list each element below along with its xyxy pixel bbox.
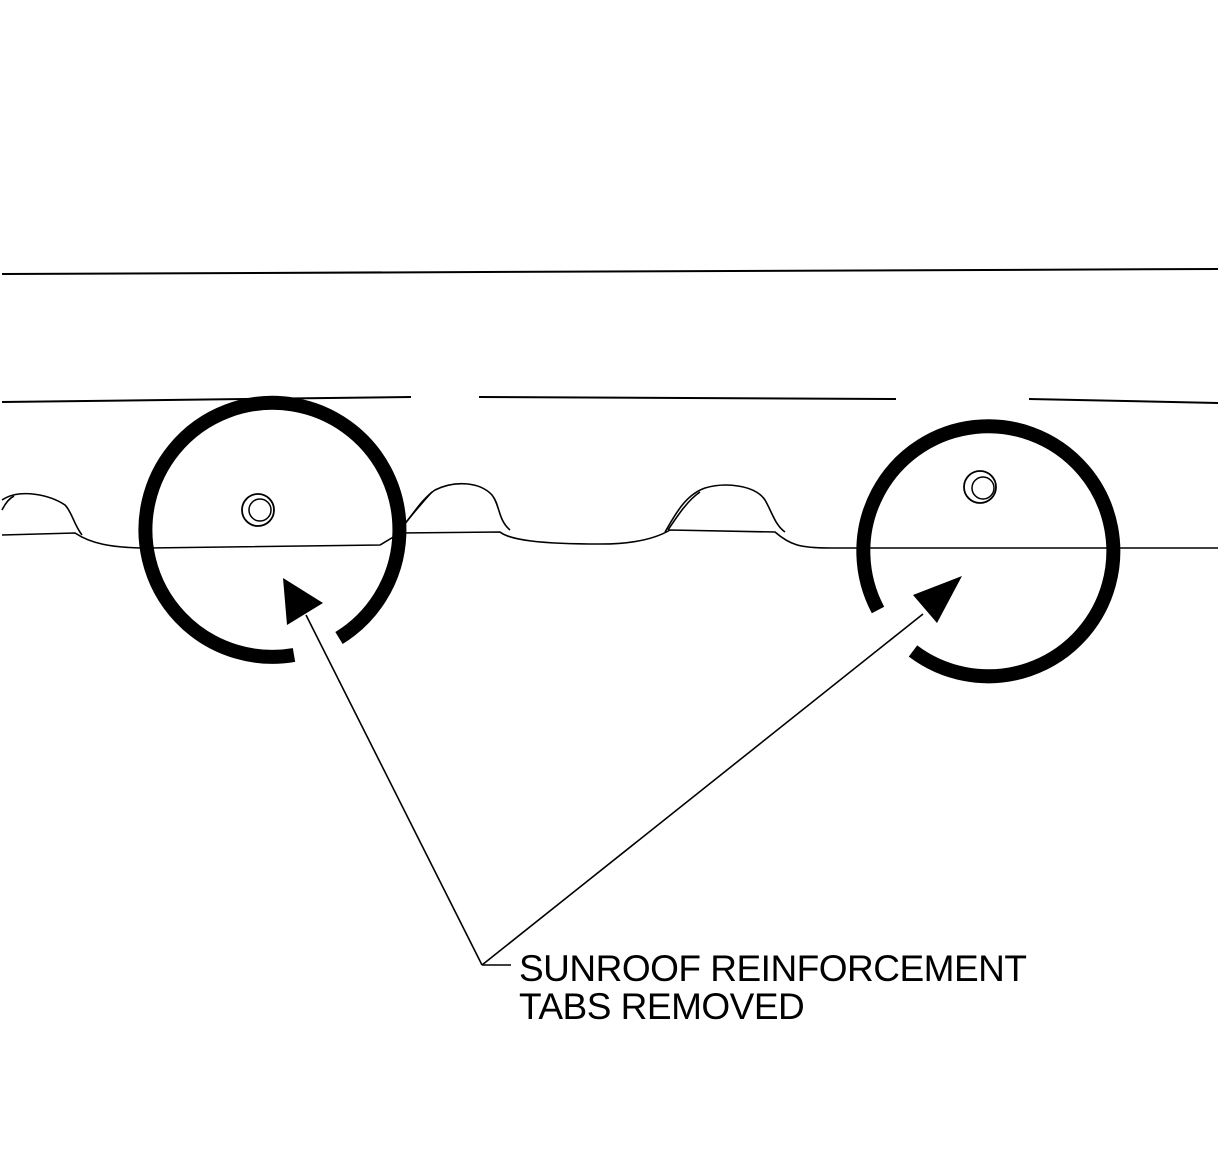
flange-bump-center-left [395,482,511,535]
bolt-left [241,493,275,527]
callout-label: SUNROOF REINFORCEMENT TABS REMOVED [519,950,1027,1026]
leader-line-left [305,614,483,966]
flange-profile-line [1,529,1218,549]
bolt-right [963,470,997,504]
arrowhead-left [283,578,323,625]
flange-bump-left-inner [1,495,15,511]
bolt-left-inner [248,498,272,522]
arrowheads [283,576,962,625]
callout-line-2: TABS REMOVED [519,986,805,1027]
flange-bump-left [1,492,83,536]
detail-circle-left [138,395,407,664]
bolts [241,470,997,527]
bolt-right-inner [971,476,995,500]
bolt-left-outer [241,493,275,527]
bolt-right-outer [963,470,997,504]
roof-edge-middle-left [1,396,412,403]
roof-edge-top [1,268,1219,275]
arrowhead-right [913,576,962,623]
flange-bump-center-right [664,484,786,533]
callout-line-1: SUNROOF REINFORCEMENT [519,948,1027,989]
leader-line-right [481,613,924,966]
roof-panel-edges [1,268,1219,404]
flange-bump-center-right-inner [667,491,701,531]
roof-edge-middle-right [1028,398,1219,404]
detail-circle-right [856,419,1121,684]
reinforcement-flange [1,482,1218,549]
roof-edge-middle-center [478,396,897,400]
leader-lines [305,613,924,966]
detail-circles [138,395,1121,684]
